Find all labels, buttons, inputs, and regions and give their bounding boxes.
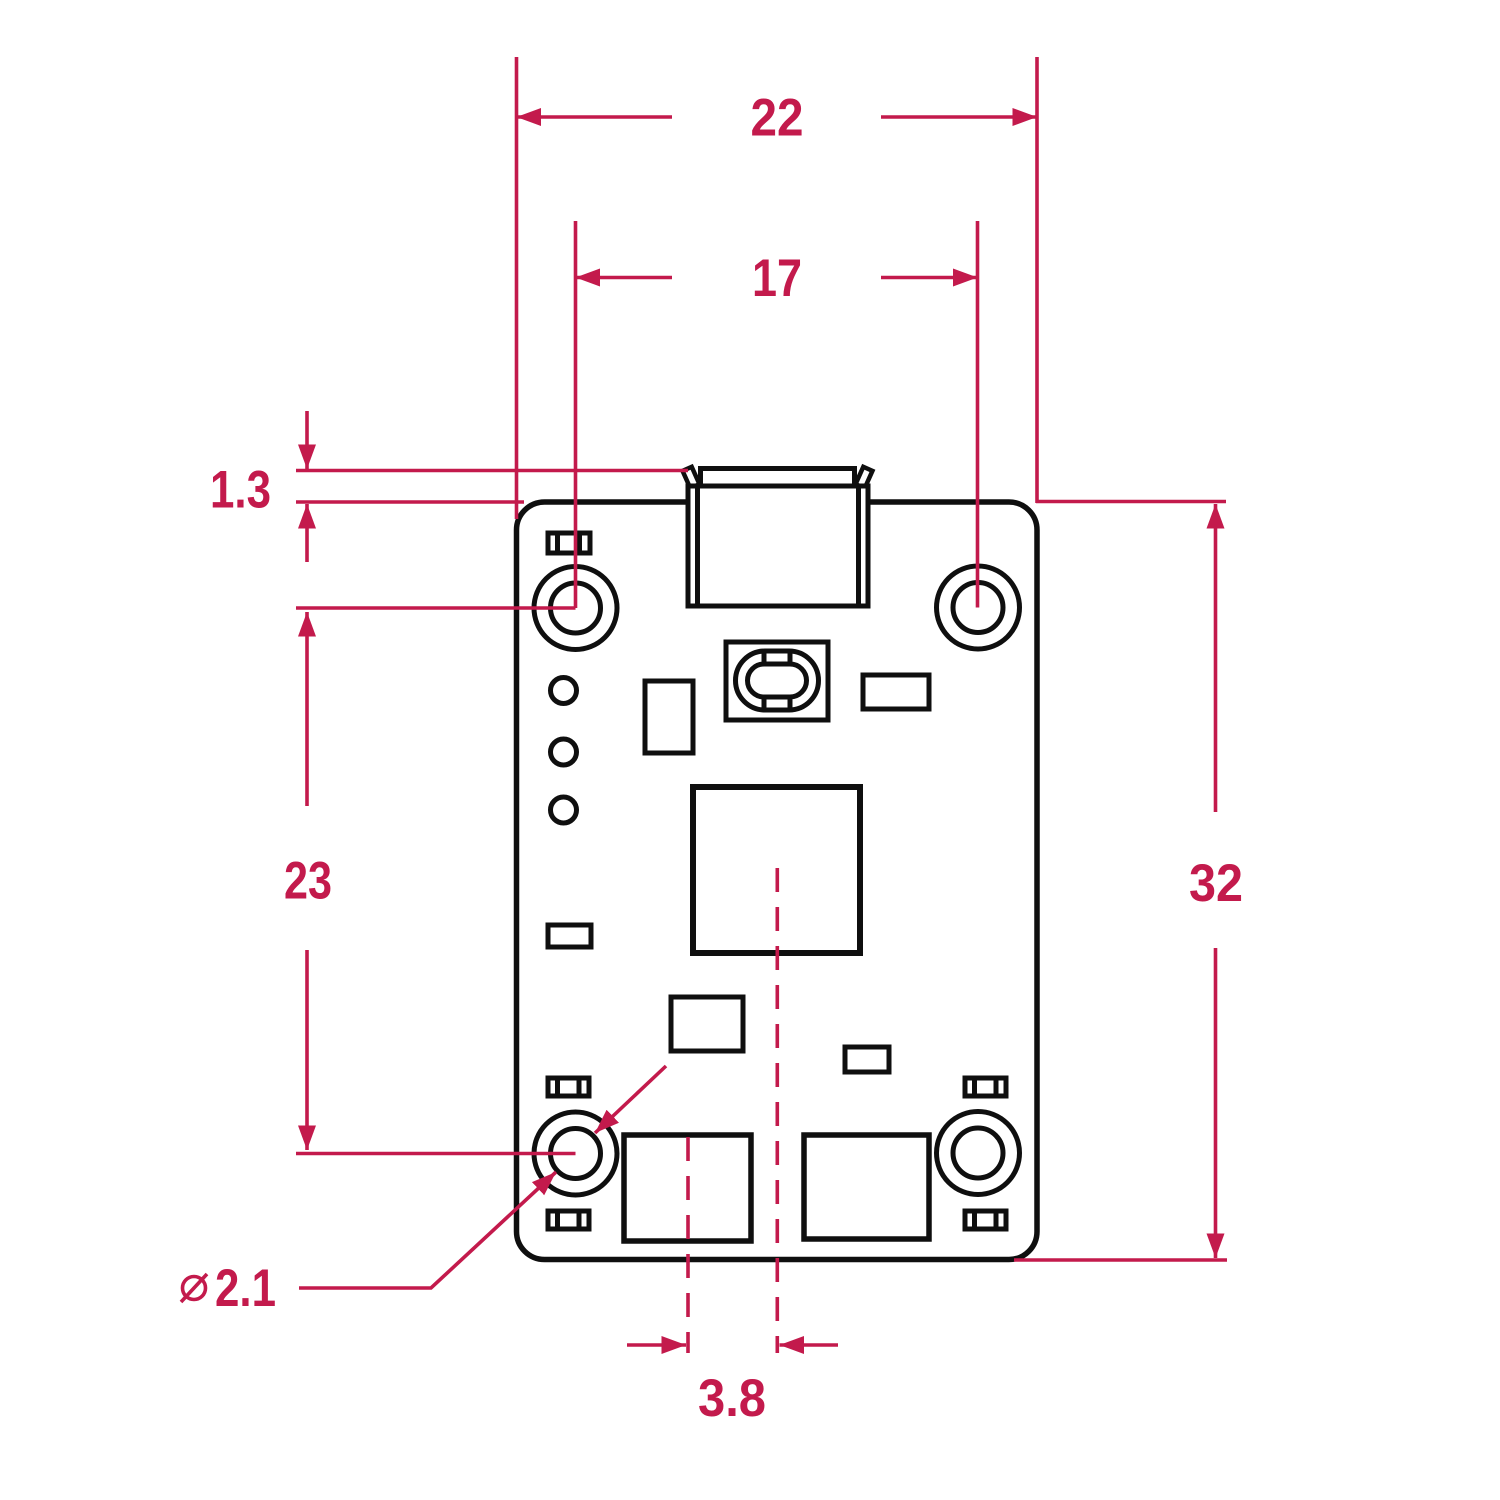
dim-hole-pitch-y-label: 23 [284,852,332,911]
component-lower-right-small [842,1044,892,1075]
component-lower-left [668,994,746,1054]
bottom-connector-left [621,1132,754,1244]
dimension-annotations [179,57,1227,1354]
fiducial-top-left [545,530,593,556]
dim-hole-pitch-x-label: 17 [752,249,802,308]
fiducial-bottom-right-upper [962,1075,1009,1099]
leader-line-upper [593,1064,668,1135]
via-circle-3 [548,794,579,826]
oscillator-can-outer [733,648,821,713]
dim-connector-overhang-label: 1.3 [210,461,271,520]
fiducial-bottom-right-lower [962,1208,1009,1232]
dim-hole-diameter-label: 2.1 [215,1259,276,1318]
via-circle-2 [548,736,579,768]
flex-connector-body [685,483,871,609]
leader-line-lower [299,1170,558,1290]
component-rects [545,672,932,1244]
hole-pad-outer [934,1109,1022,1197]
dim-board-width [514,57,1039,519]
dim-hole-diameter [179,1064,668,1304]
dim-hole-pitch-x [573,221,980,608]
board-geometry [513,463,1040,1263]
fiducial-footprints [545,530,1009,1232]
flex-connector [679,463,876,609]
dimension-labels: 22 17 1.3 23 32 2.1 3.8 [210,89,1243,1429]
hole-drill-inner [950,1125,1006,1181]
flex-connector-cable [698,466,857,489]
dim-board-height-label: 32 [1189,854,1243,913]
oscillator-can-inner [745,661,809,700]
component-mid-left [642,678,696,756]
dim-connector-center-offset-label: 3.8 [698,1369,766,1428]
component-right-of-oscillator [860,672,932,712]
via-circles [548,675,579,826]
oscillator-outline [723,639,831,723]
dim-board-height [1014,499,1227,1262]
dim-connector-center-offset [627,868,838,1354]
diameter-symbol-circle [180,1274,208,1302]
oscillator-component [723,639,831,723]
dim-board-width-label: 22 [751,89,804,148]
dim-connector-overhang [296,411,688,562]
diameter-symbol-slash [179,1272,209,1304]
via-circle-1 [548,675,579,706]
fiducial-bottom-left-lower [545,1208,592,1232]
component-left-small [545,922,594,950]
diameter-symbol-icon [179,1272,209,1304]
dim-hole-pitch-y [296,606,576,1156]
mounting-hole-bottom-right [934,1109,1022,1197]
bottom-connector-right [801,1132,932,1242]
fiducial-bottom-left-upper [545,1075,592,1099]
